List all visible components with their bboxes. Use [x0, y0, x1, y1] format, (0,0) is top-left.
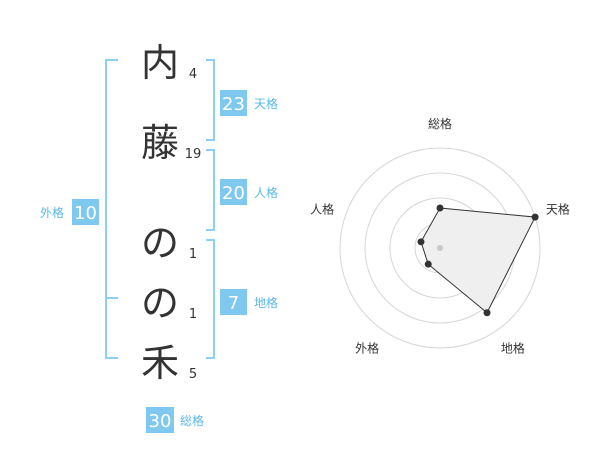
- radar-point-3: [483, 309, 491, 317]
- soukaku-group: 30 総格: [146, 407, 204, 433]
- radar-axis-label-2: 天格: [546, 202, 570, 217]
- chikaku-label: 地格: [254, 295, 278, 310]
- stroke-count-1: 4: [189, 67, 197, 82]
- name-char-2: 藤: [141, 121, 179, 165]
- name-char-3: の: [141, 221, 179, 265]
- radar-point-1: [436, 204, 444, 212]
- stroke-count-4: 1: [189, 307, 197, 322]
- chikaku-bracket: [206, 239, 215, 359]
- name-char-5: 禾: [141, 341, 179, 385]
- tenkaku-label: 天格: [254, 96, 278, 111]
- radar-axis-label-4: 外格: [355, 340, 379, 355]
- chikaku-group: 7 地格: [220, 289, 278, 315]
- soukaku-box: [146, 407, 174, 433]
- tenkaku-bracket: [206, 59, 215, 141]
- radar-points: [417, 204, 539, 317]
- name-char-4: の: [141, 281, 179, 325]
- gaikaku-box: [72, 199, 99, 225]
- radar-axis-label-5: 人格: [310, 202, 334, 217]
- tenkaku-value: 23: [222, 94, 245, 115]
- name-char-1: 内: [141, 41, 179, 85]
- tenkaku-box: [220, 90, 247, 116]
- radar-point-5: [417, 238, 425, 246]
- jinkaku-group: 20 人格: [220, 179, 278, 205]
- chikaku-box: [220, 289, 247, 315]
- radar-axis-label-1: 総格: [428, 116, 452, 131]
- soukaku-value: 30: [149, 411, 172, 432]
- jinkaku-value: 20: [222, 183, 245, 204]
- radar-ring-4: [339, 147, 541, 349]
- gaikaku-group: 外格 10: [40, 199, 99, 225]
- gaikaku-label: 外格: [40, 205, 64, 220]
- brackets: [105, 59, 215, 359]
- jinkaku-label: 人格: [254, 185, 278, 200]
- radar-area: [420, 207, 536, 314]
- stroke-count-3: 1: [189, 247, 197, 262]
- radar-center-point: [437, 245, 443, 251]
- jinkaku-bracket: [206, 149, 215, 231]
- stroke-count-5: 5: [189, 367, 197, 382]
- radar-point-2: [531, 213, 539, 221]
- tenkaku-group: 23 天格: [220, 90, 278, 116]
- name-characters: 内 藤 の の 禾: [141, 41, 179, 385]
- jinkaku-box: [220, 179, 247, 205]
- radar-axis-label-3: 地格: [501, 340, 525, 355]
- stroke-counts: 4 19 1 1 5: [185, 67, 202, 382]
- stroke-count-2: 19: [185, 147, 202, 162]
- gaikaku-value: 10: [74, 203, 97, 224]
- radar-point-4: [424, 260, 432, 268]
- gaikaku-bracket: [105, 59, 118, 359]
- chikaku-value: 7: [228, 293, 239, 314]
- soukaku-label: 総格: [180, 413, 204, 428]
